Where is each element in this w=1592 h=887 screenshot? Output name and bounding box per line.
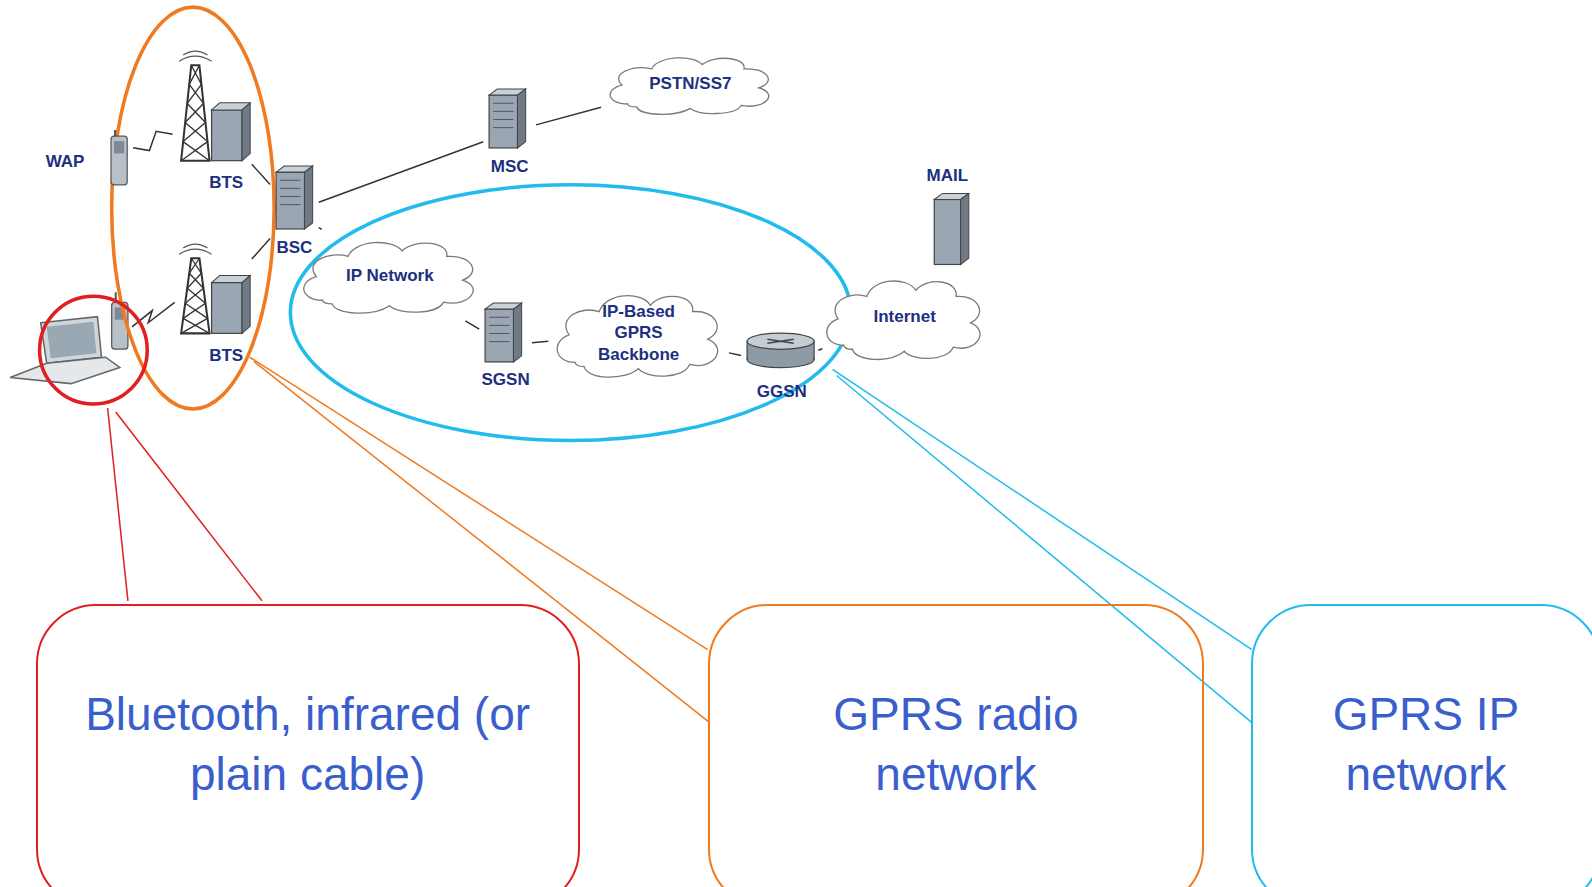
device-label: MAIL (926, 167, 968, 186)
local-link-outline (40, 296, 148, 404)
cloud-label: Internet (873, 306, 935, 327)
leader-line (837, 376, 1252, 723)
device-label: MSC (491, 158, 529, 177)
callout-box: GPRS radio network (708, 604, 1204, 887)
network-device: SGSN (479, 301, 532, 390)
ip-network-outline (290, 185, 850, 441)
callout-text: GPRS IP network (1299, 685, 1553, 805)
leader-line (254, 361, 710, 722)
cloud-label: IP-Based GPRS Backbone (583, 301, 695, 365)
network-cloud: IP-Based GPRS Backbone (548, 280, 729, 386)
leader-line (108, 408, 128, 601)
network-device: GGSN (741, 327, 822, 402)
radio-link (133, 131, 173, 150)
device-label: SGSN (482, 371, 530, 390)
network-device: BTS (173, 242, 252, 366)
cloud-label: IP Network (346, 265, 434, 286)
network-link (465, 321, 479, 329)
callout-box: GPRS IP network (1251, 604, 1592, 887)
device-label: WAP (46, 153, 85, 172)
device-label: BTS (209, 347, 243, 366)
network-link (319, 228, 322, 230)
network-link (818, 349, 822, 351)
network-link (319, 142, 483, 203)
tower-icon (173, 49, 252, 193)
network-cloud: Internet (818, 266, 991, 368)
network-link (532, 341, 548, 342)
network-link (252, 239, 270, 260)
network-device: WAP (46, 130, 133, 195)
device-label: GGSN (757, 383, 807, 402)
network-cloud: PSTN/SS7 (601, 47, 780, 120)
device-label: BTS (209, 174, 243, 193)
laptop-icon (10, 317, 120, 384)
network-device: BTS (173, 49, 252, 193)
callout-text: GPRS radio network (793, 685, 1118, 805)
network-device: BSC (270, 164, 319, 257)
network-link (536, 107, 601, 125)
radio-network-outline (112, 7, 274, 409)
network-cloud: IP Network (294, 229, 485, 320)
network-link (252, 164, 270, 184)
cloud-label: PSTN/SS7 (649, 73, 731, 94)
network-device: MAIL (916, 167, 979, 267)
network-link (729, 353, 741, 356)
leader-line (116, 412, 262, 601)
device-label: BSC (276, 239, 312, 258)
callout-text: Bluetooth, infrared (or plain cable) (79, 685, 536, 805)
callout-box: Bluetooth, infrared (or plain cable) (36, 604, 580, 887)
network-device: MSC (483, 87, 536, 176)
leader-line (833, 369, 1252, 649)
